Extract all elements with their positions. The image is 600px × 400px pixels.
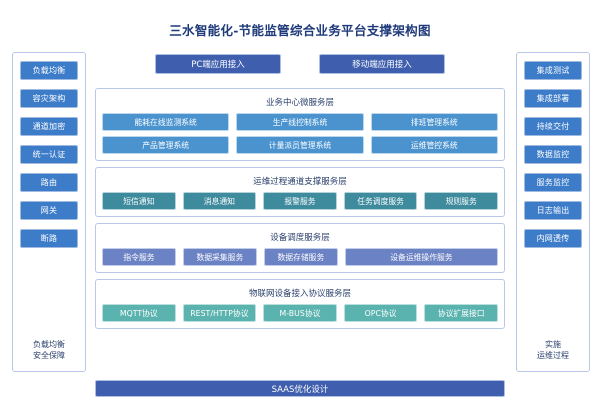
- layer-item[interactable]: 消息通知: [182, 192, 257, 210]
- left-rail-item[interactable]: 通道加密: [20, 117, 78, 136]
- layer-item[interactable]: MQTT协议: [102, 304, 176, 322]
- left-rail-items: 负载均衡容灾架构通道加密统一认证路由网关断路: [20, 61, 78, 257]
- bottom-bar: SAAS优化设计: [95, 380, 505, 397]
- right-rail-item[interactable]: 集成部署: [524, 89, 582, 108]
- layer-item[interactable]: 设备运维操作服务: [344, 248, 498, 266]
- layer-item[interactable]: 数据存储服务: [263, 248, 338, 266]
- access-button[interactable]: PC端应用接入: [155, 54, 281, 74]
- left-rail-item[interactable]: 断路: [20, 229, 78, 248]
- left-rail-item[interactable]: 路由: [20, 173, 78, 192]
- page-title: 三水智能化-节能监管综合业务平台支撑架构图: [169, 23, 431, 38]
- layer-title: 物联网设备接入协议服务层: [248, 289, 351, 299]
- layer-panel: 设备调度服务层指令服务数据采集服务数据存储服务设备运维操作服务: [95, 223, 505, 273]
- layer-title: 设备调度服务层: [270, 233, 330, 243]
- right-rail-item[interactable]: 日志输出: [524, 201, 582, 220]
- access-button[interactable]: 移动端应用接入: [319, 54, 445, 74]
- layer-row: 产品管理系统计量派员管理系统运维管控系统: [102, 136, 498, 154]
- layer-title: 业务中心微服务层: [265, 98, 334, 108]
- layer-panel: 物联网设备接入协议服务层 MQTT协议 REST/HTTP协议 M-BUS协议 OPC协…: [95, 279, 505, 329]
- right-rail: 集成测试集成部署持续交付数据监控服务监控日志输出内网透传 实施 运维过程: [516, 52, 590, 372]
- layer-item[interactable]: 数据采集服务: [182, 248, 257, 266]
- right-rail-item[interactable]: 持续交付: [524, 117, 582, 136]
- layer-stack: 业务中心微服务层能耗在线监测系统生产线控制系统排班管理系统产品管理系统计量派员管…: [95, 88, 505, 329]
- left-rail: 负载均衡容灾架构通道加密统一认证路由网关断路 负载均衡 安全保障: [12, 52, 86, 372]
- layer-row: 指令服务数据采集服务数据存储服务设备运维操作服务: [102, 248, 498, 266]
- layer-item[interactable]: OPC协议: [343, 304, 418, 322]
- layer-item[interactable]: 规则服务: [424, 192, 498, 210]
- left-rail-item[interactable]: 统一认证: [20, 145, 78, 164]
- layer-item[interactable]: 短信通知: [102, 192, 176, 210]
- left-rail-item[interactable]: 负载均衡: [20, 61, 78, 80]
- right-rail-item[interactable]: 集成测试: [524, 61, 582, 80]
- layer-item[interactable]: 报警服务: [263, 192, 337, 210]
- layer-row: 短信通知消息通知报警服务任务调度服务规则服务: [102, 192, 498, 210]
- right-rail-item[interactable]: 内网透传: [524, 229, 582, 248]
- layer-item[interactable]: 任务调度服务: [343, 192, 418, 210]
- layer-item[interactable]: REST/HTTP协议: [182, 304, 257, 322]
- layer-panel: 业务中心微服务层能耗在线监测系统生产线控制系统排班管理系统产品管理系统计量派员管…: [95, 88, 505, 161]
- left-rail-caption: 负载均衡 安全保障: [33, 340, 65, 361]
- layer-item[interactable]: 运维管控系统: [370, 136, 498, 154]
- layer-row: 能耗在线监测系统生产线控制系统排班管理系统: [102, 113, 498, 131]
- layer-panel: 运维过程通道支撑服务层短信通知消息通知报警服务任务调度服务规则服务: [95, 167, 505, 217]
- layer-item[interactable]: M-BUS协议: [263, 304, 337, 322]
- layer-item[interactable]: 协议扩展接口: [424, 304, 498, 322]
- layer-title: 运维过程通道支撑服务层: [253, 177, 347, 187]
- right-rail-items: 集成测试集成部署持续交付数据监控服务监控日志输出内网透传: [524, 61, 582, 257]
- right-rail-item[interactable]: 服务监控: [524, 173, 582, 192]
- layer-row: MQTT协议 REST/HTTP协议 M-BUS协议 OPC协议协议扩展接口: [102, 304, 498, 322]
- right-rail-caption: 实施 运维过程: [537, 340, 569, 361]
- application-access-row: PC端应用接入 移动端应用接入: [95, 54, 505, 74]
- layer-item[interactable]: 能耗在线监测系统: [102, 113, 230, 131]
- layer-item[interactable]: 产品管理系统: [102, 136, 230, 154]
- layer-item[interactable]: 排班管理系统: [370, 113, 498, 131]
- layer-item[interactable]: 计量派员管理系统: [236, 136, 364, 154]
- layer-item[interactable]: 生产线控制系统: [236, 113, 364, 131]
- left-rail-item[interactable]: 网关: [20, 201, 78, 220]
- left-rail-item[interactable]: 容灾架构: [20, 89, 78, 108]
- right-rail-item[interactable]: 数据监控: [524, 145, 582, 164]
- layer-item[interactable]: 指令服务: [102, 248, 176, 266]
